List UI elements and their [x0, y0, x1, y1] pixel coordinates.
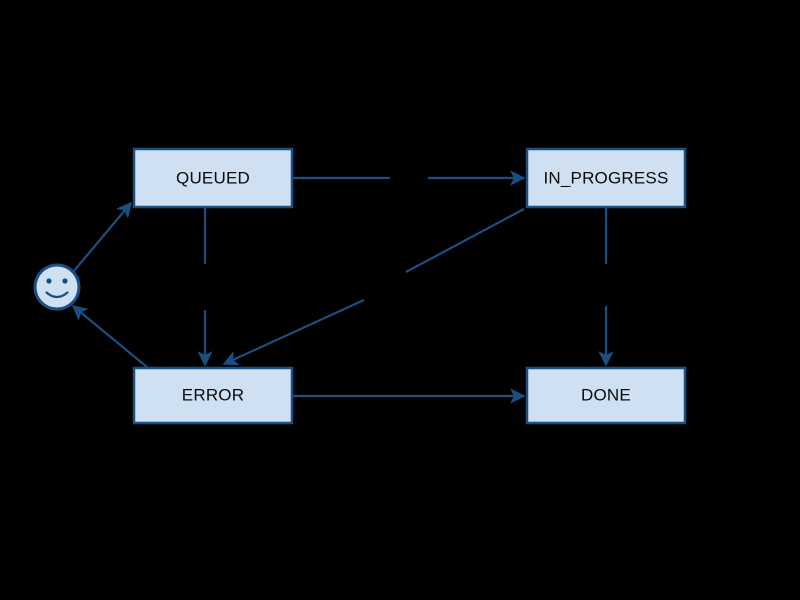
node-in-progress-label: IN_PROGRESS: [543, 168, 668, 187]
node-error-label: ERROR: [182, 385, 244, 404]
start-node[interactable]: [33, 263, 81, 311]
node-done[interactable]: DONE: [525, 366, 687, 425]
node-done-label: DONE: [581, 385, 631, 404]
node-error-box[interactable]: [132, 366, 294, 425]
node-done-box[interactable]: [525, 366, 687, 425]
smiley-right-eye-icon: [62, 278, 68, 284]
node-error[interactable]: ERROR: [132, 366, 294, 425]
edge-error-to-start: [71, 305, 154, 373]
edge-in-progress-to-error: [222, 208, 525, 366]
nodes-layer: QUEUED IN_PROGRESS ERROR DONE: [132, 147, 687, 425]
edge-start-to-queued-line: [72, 201, 132, 273]
node-queued-label: QUEUED: [176, 168, 250, 187]
smiley-left-eye-icon: [46, 278, 52, 284]
edge-in-progress-to-error-line-a: [405, 208, 525, 273]
smiley-mouth-icon: [45, 291, 69, 299]
edge-error-to-start-line: [71, 305, 154, 373]
node-queued-box[interactable]: [132, 147, 294, 209]
smiley-face-icon[interactable]: [33, 263, 81, 311]
edge-start-to-queued: [72, 201, 132, 273]
node-in-progress[interactable]: IN_PROGRESS: [525, 147, 687, 209]
edge-in-progress-to-error-line-b: [222, 298, 365, 366]
edges-layer: [71, 170, 614, 404]
node-in-progress-box[interactable]: [525, 147, 687, 209]
node-queued[interactable]: QUEUED: [132, 147, 294, 209]
